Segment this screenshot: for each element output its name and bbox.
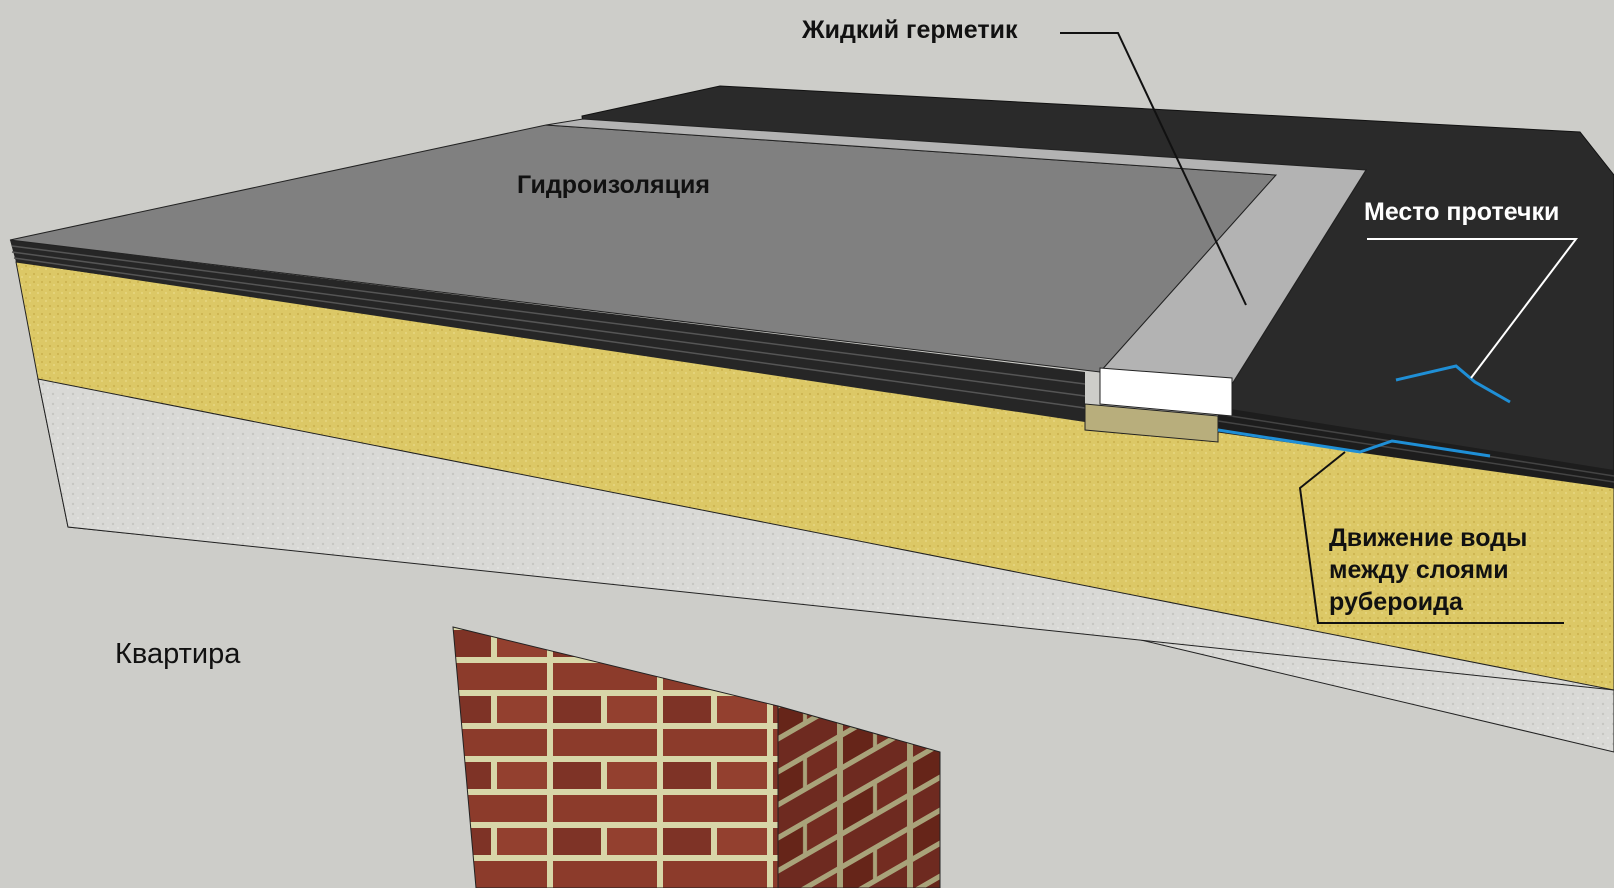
- water-flow-line-2: между слоями: [1329, 556, 1509, 584]
- water-flow-label: Движение воды между слоями рубероида: [1329, 522, 1527, 618]
- water-path-surface: [1395, 364, 1511, 404]
- water-flow-line-1: Движение воды: [1329, 524, 1528, 552]
- waterproofing-label: Гидроизоляция: [517, 171, 710, 199]
- flow-leader-line: [1298, 451, 1564, 624]
- water-path-between-layers: [1217, 428, 1491, 458]
- water-flow-line-3: рубероида: [1329, 588, 1463, 616]
- felt-layers-left: [10, 240, 1085, 422]
- leak-leader-line: [1367, 238, 1579, 379]
- leak-location-label: Место протечки: [1364, 198, 1560, 226]
- sealant-white-face: [1099, 367, 1233, 417]
- brick-column-front: [452, 626, 779, 888]
- liquid-sealant-label: Жидкий герметик: [802, 16, 1018, 44]
- sealant-base: [1084, 403, 1219, 443]
- roofing-felt-edge: [1218, 407, 1614, 488]
- apartment-label: Квартира: [115, 638, 241, 670]
- sealant-leader-line: [1060, 32, 1247, 306]
- brick-column-side: [777, 705, 941, 888]
